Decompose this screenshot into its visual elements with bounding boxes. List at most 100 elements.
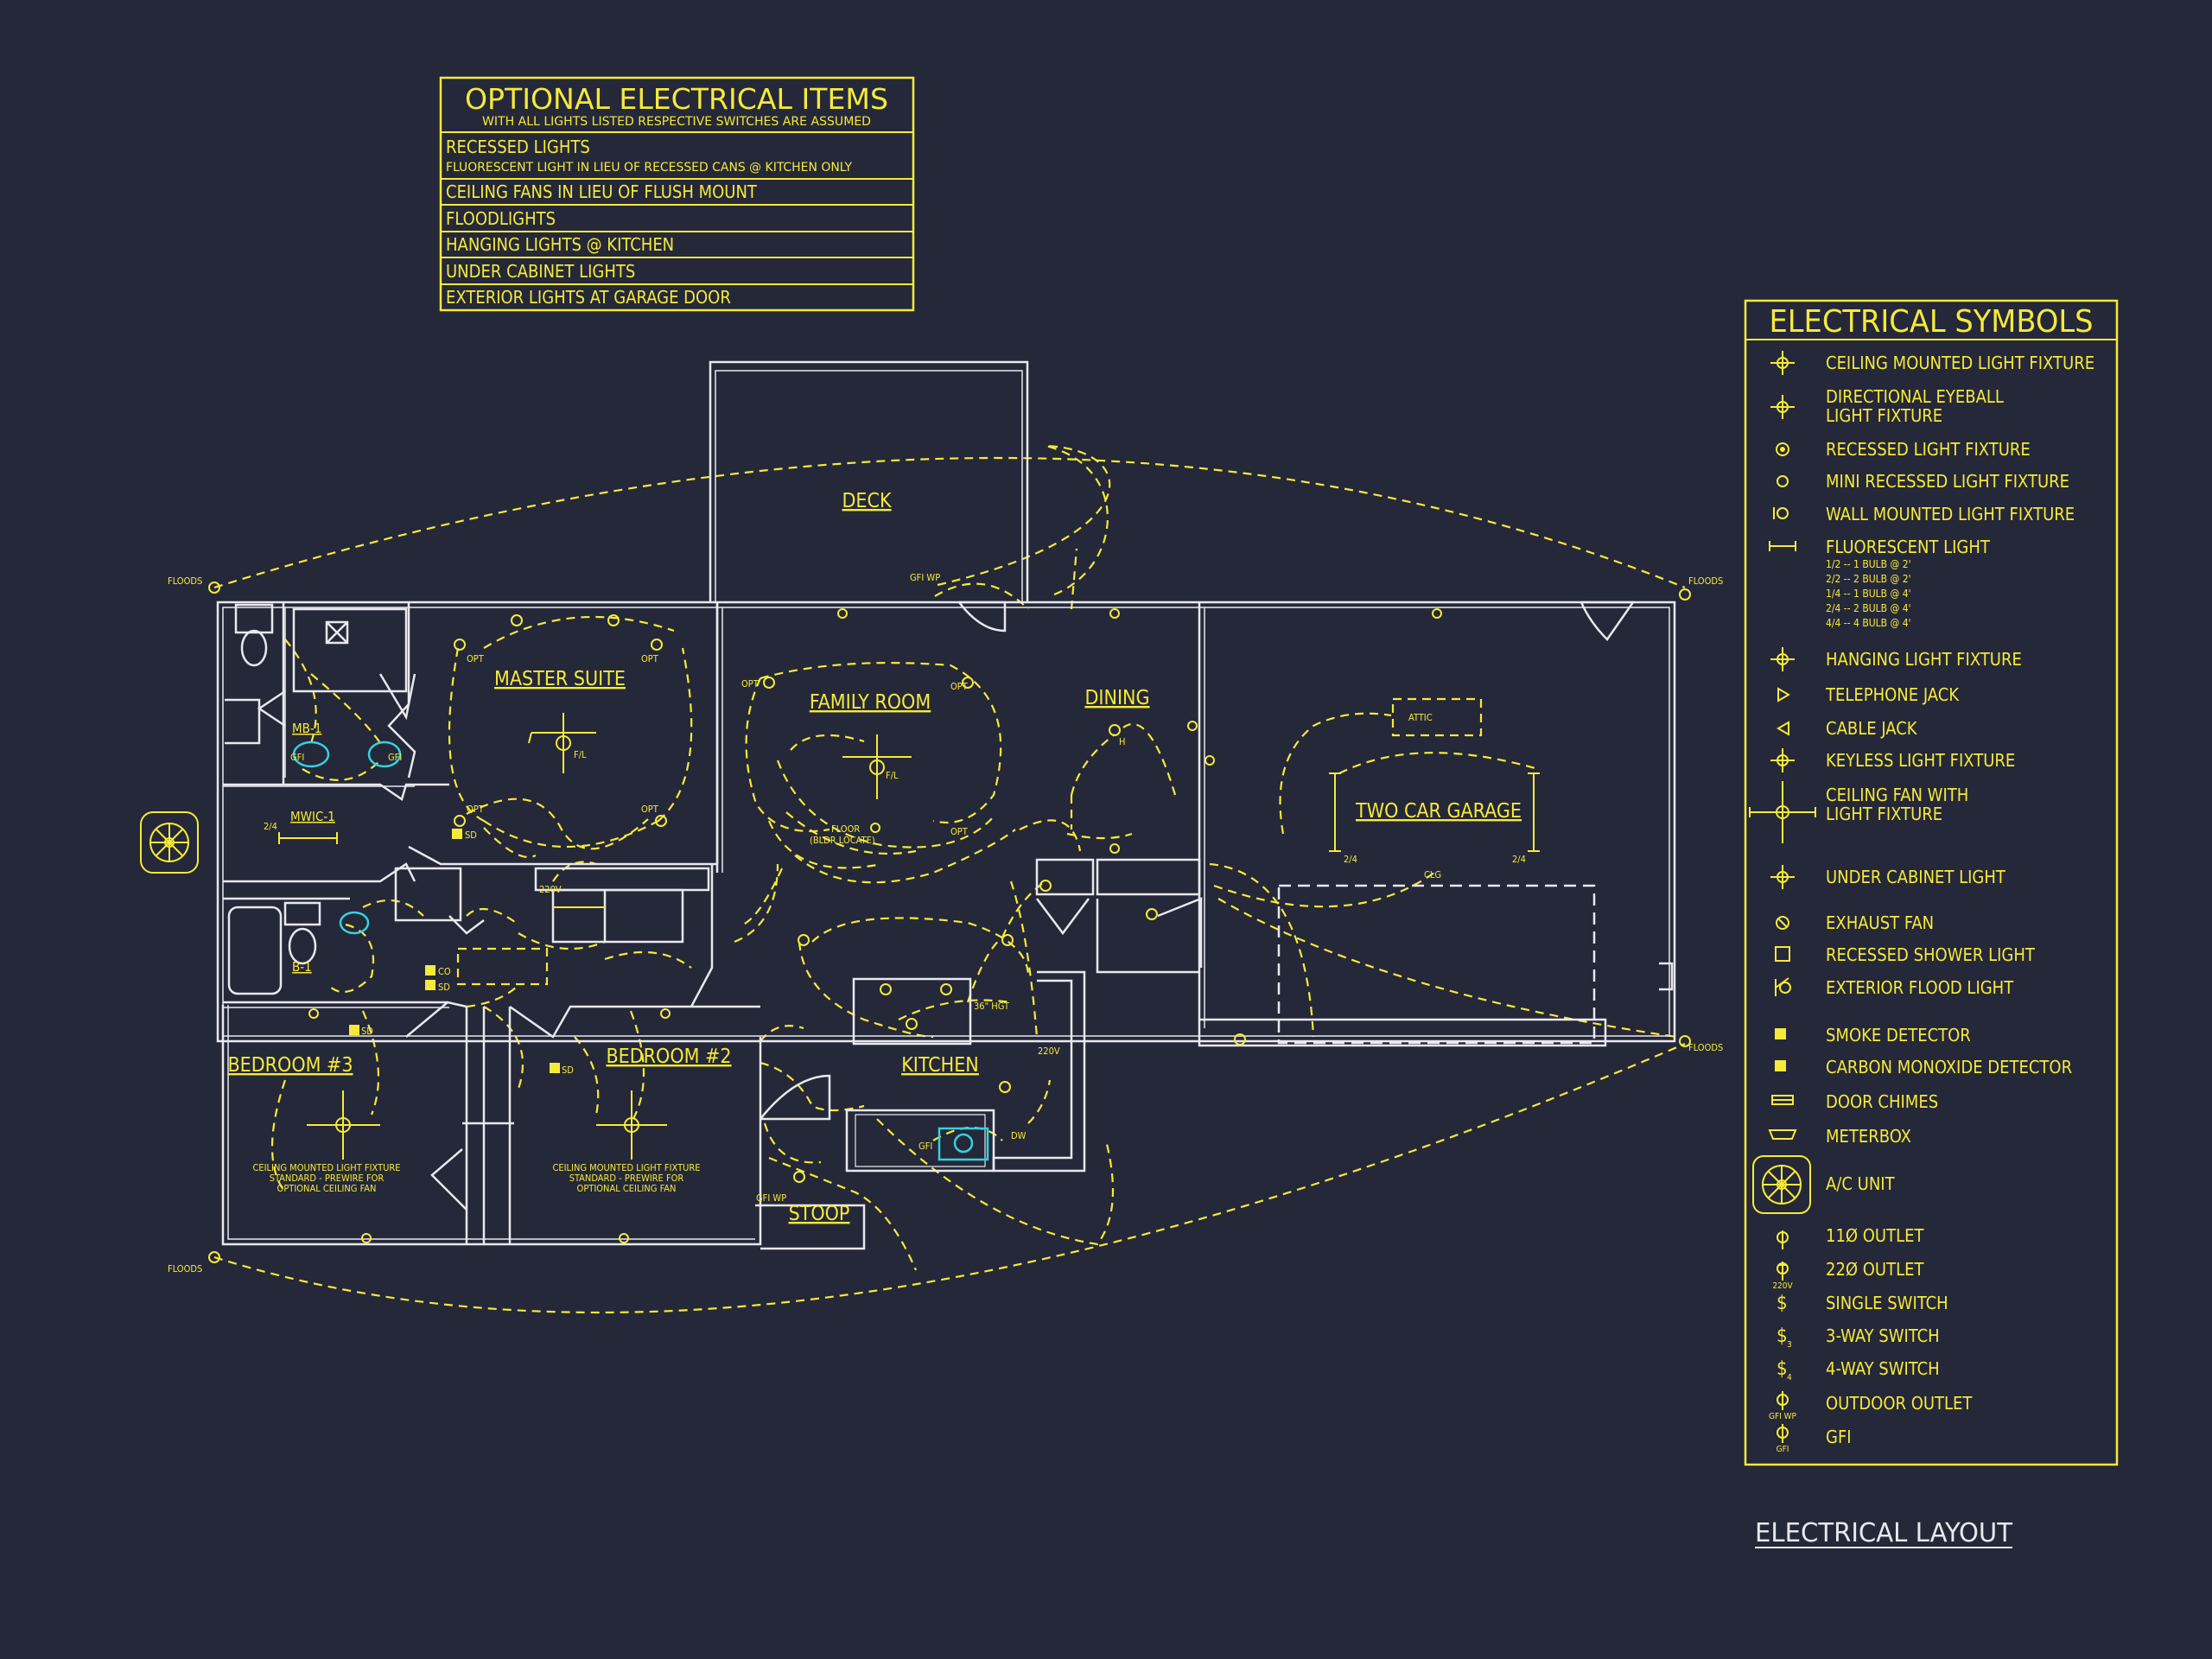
room-label-mb1: MB-1 [292, 721, 321, 736]
ceiling-fan-icon [596, 1090, 667, 1160]
ceiling-fan-icon [528, 713, 596, 773]
optional-item-row: HANGING LIGHTS @ KITCHEN [446, 234, 674, 255]
optional-items-subtitle: WITH ALL LIGHTS LISTED RESPECTIVE SWITCH… [482, 115, 871, 129]
ceiling-fan-icon [842, 734, 912, 799]
fluorescent-tag: 2/4 [1512, 854, 1526, 865]
ac-unit-icon [1752, 1155, 1811, 1214]
eyeball-light-icon [1770, 395, 1795, 419]
room-label-bedroom-2: BEDROOM #2 [606, 1046, 731, 1068]
optional-item-row: EXTERIOR LIGHTS AT GARAGE DOOR [446, 287, 731, 308]
fl-tag: F/L [886, 770, 899, 781]
optional-item-row: RECESSED LIGHTS [446, 137, 590, 157]
legend-label: OUTDOOR OUTLET [1826, 1393, 1973, 1414]
electrical-symbols-legend: ELECTRICAL SYMBOLS [1744, 299, 2119, 1466]
legend-label: TELEPHONE JACK [1825, 684, 1960, 705]
legend-note: 2/4 -- 2 BULB @ 4' [1826, 602, 1911, 614]
ceiling-light-icon [1770, 351, 1795, 375]
bedroom-note: STANDARD - PREWIRE FOR [270, 1173, 385, 1184]
sheet-title: ELECTRICAL LAYOUT [1755, 1518, 2013, 1548]
three-way-switch-icon: $3 [1777, 1325, 1792, 1350]
legend-label: EXHAUST FAN [1826, 912, 1934, 933]
legend-label: A/C UNIT [1826, 1173, 1896, 1194]
legend-label: CEILING FAN WITH [1826, 785, 1968, 805]
gfi-outlet-icon [1777, 1424, 1789, 1443]
fl-tag: F/L [574, 749, 587, 760]
svg-text:$: $ [1777, 1325, 1788, 1347]
legend-label: UNDER CABINET LIGHT [1826, 867, 2006, 887]
outlet-220-icon [1777, 1262, 1789, 1281]
legend-label: CARBON MONOXIDE DETECTOR [1826, 1057, 2072, 1077]
legend-label: RECESSED LIGHT FIXTURE [1826, 439, 2031, 460]
legend-label: DIRECTIONAL EYEBALL [1826, 386, 2004, 407]
room-label-master-suite: MASTER SUITE [494, 668, 626, 690]
wall-light-icon [1773, 507, 1789, 519]
legend-title: ELECTRICAL SYMBOLS [1770, 304, 2094, 340]
svg-text:3: 3 [1787, 1340, 1792, 1350]
optional-items-table: OPTIONAL ELECTRICAL ITEMS WITH ALL LIGHT… [439, 76, 915, 312]
opt-tag: OPT [741, 678, 760, 690]
co-tag: CO [438, 966, 451, 977]
door-chimes-icon [1771, 1095, 1794, 1105]
220v-tag: 220V [539, 884, 562, 895]
legend-label: GFI [1826, 1427, 1852, 1447]
opt-tag: OPT [950, 681, 969, 692]
plan-labels: DECK MASTER SUITE FAMILY ROOM DINING TWO… [168, 490, 1723, 1274]
hgt-tag: 36" HGT [974, 1001, 1010, 1012]
clg-tag: CLG [1424, 869, 1441, 880]
svg-text:$: $ [1777, 1293, 1788, 1314]
fluorescent-tag: 2/4 [264, 821, 277, 832]
legend-label: 4-WAY SWITCH [1826, 1358, 1940, 1379]
keyless-light-icon [1770, 748, 1795, 772]
gfi-wp-tag: GFI WP [910, 572, 940, 583]
floods-tag: FLOODS [168, 575, 202, 587]
bedroom-note: CEILING MOUNTED LIGHT FIXTURE [252, 1162, 400, 1173]
gfi-wp-tag: GFI WP [756, 1192, 786, 1204]
legend-label: SINGLE SWITCH [1826, 1293, 1948, 1313]
room-label-mwic1: MWIC-1 [290, 809, 335, 824]
outdoor-outlet-icon [1777, 1391, 1789, 1410]
bedroom-note: STANDARD - PREWIRE FOR [569, 1173, 684, 1184]
room-label-bedroom-3: BEDROOM #3 [227, 1054, 353, 1077]
optional-item-row: CEILING FANS IN LIEU OF FLUSH MOUNT [446, 181, 758, 202]
opt-tag: OPT [641, 804, 659, 815]
legend-label: HANGING LIGHT FIXTURE [1826, 649, 2022, 670]
meterbox-icon [1768, 1129, 1797, 1140]
legend-label: CABLE JACK [1826, 718, 1918, 739]
floods-tag: FLOODS [168, 1263, 202, 1274]
svg-text:4: 4 [1787, 1373, 1792, 1382]
opt-tag: OPT [467, 804, 485, 815]
legend-note: 4/4 -- 4 BULB @ 4' [1826, 617, 1911, 629]
legend-label: FLUORESCENT LIGHT [1826, 537, 1991, 557]
floor-outlet-note: (BLDR LOCATE) [810, 835, 875, 846]
plan-fixtures [140, 582, 1691, 1263]
legend-note: 1/2 -- 1 BULB @ 2' [1826, 558, 1911, 570]
sd-tag: SD [438, 982, 450, 993]
optional-item-row: UNDER CABINET LIGHTS [446, 261, 635, 282]
sd-tag: SD [465, 830, 477, 841]
legend-label: MINI RECESSED LIGHT FIXTURE [1826, 471, 2069, 492]
legend-label: LIGHT FIXTURE [1826, 804, 1942, 824]
floods-tag: FLOODS [1688, 1042, 1723, 1053]
legend-label: CEILING MOUNTED LIGHT FIXTURE [1826, 353, 2094, 373]
outdoor-outlet-tag: GFI WP [1769, 1412, 1797, 1421]
outlet-110-icon [1777, 1230, 1789, 1249]
legend-label: LIGHT FIXTURE [1826, 405, 1942, 426]
svg-text:$: $ [1777, 1358, 1788, 1380]
bedroom-note: CEILING MOUNTED LIGHT FIXTURE [552, 1162, 700, 1173]
telephone-jack-icon [1777, 687, 1790, 702]
optional-item-row: FLOODLIGHTS [446, 208, 556, 229]
room-label-b1: B-1 [292, 959, 312, 975]
legend-label: KEYLESS LIGHT FIXTURE [1826, 750, 2015, 771]
room-label-dining: DINING [1084, 687, 1149, 709]
legend-label: RECESSED SHOWER LIGHT [1826, 944, 2036, 965]
fluorescent-tag: 2/4 [1344, 854, 1357, 865]
legend-note: 1/4 -- 1 BULB @ 4' [1826, 588, 1911, 600]
gfi-tag: GFI [290, 752, 304, 763]
shower-light-icon [1775, 946, 1790, 962]
sheet-title-text: ELECTRICAL LAYOUT [1755, 1518, 2013, 1548]
floor-outlet-tag: FLOOR [831, 823, 860, 835]
220v-tag: 220V [1038, 1046, 1060, 1057]
legend-label: 3-WAY SWITCH [1826, 1325, 1940, 1346]
four-way-switch-icon: $4 [1777, 1358, 1792, 1382]
